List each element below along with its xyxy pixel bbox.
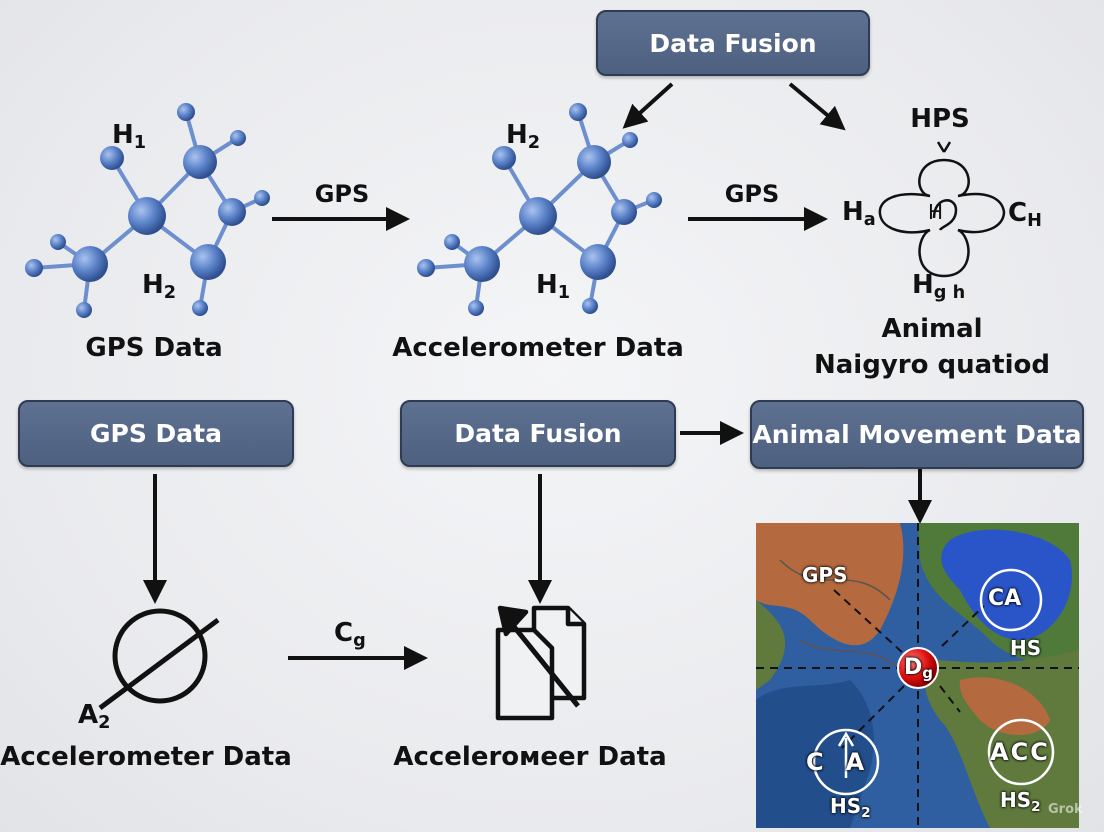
molecule-left-atom-bottom: H2 <box>142 270 177 303</box>
molecule-mid-caption: Accelerometer Data <box>392 333 684 363</box>
map-art <box>756 523 1079 828</box>
slashed-circle-icon <box>98 608 220 711</box>
bottom-mid-caption: Accelerомeer Data <box>393 742 667 772</box>
map-gps-label: GPS <box>802 563 848 587</box>
hps-center-label: H <box>928 200 944 224</box>
map-hs2-label: HS2 <box>830 794 871 821</box>
data-fusion-top-label: Data Fusion <box>649 28 817 58</box>
hps-left-label: Ha <box>842 197 876 230</box>
map-badge-tr-ring <box>979 568 1043 632</box>
hps-right-label: CH <box>1008 198 1042 231</box>
arrow-label-gps-1: GPS <box>314 180 370 208</box>
arrow-fusion-to-hps <box>788 82 846 131</box>
map-badge-br-ring <box>987 718 1055 786</box>
data-fusion-mid-box: Data Fusion <box>400 400 676 467</box>
hps-top-label: HPS <box>910 104 970 134</box>
arrow-label-gps-2: GPS <box>724 180 780 208</box>
molecule-mid-atom-bottom: H1 <box>536 270 571 303</box>
map-center-marker-dot <box>897 647 939 689</box>
molecule-mid <box>417 103 662 316</box>
gps-data-box-label: GPS Data <box>90 419 222 448</box>
gps-data-box: GPS Data <box>18 400 294 467</box>
map-hs-label: HS <box>1010 636 1042 660</box>
hps-bottom-label: Hg h <box>912 270 966 303</box>
molecule-left <box>25 103 270 318</box>
molecule-mid-atom-top: H2 <box>506 120 541 153</box>
data-fusion-top-box: Data Fusion <box>596 10 870 76</box>
map-badge-tr: CA <box>988 586 1022 611</box>
molecule-left-caption: GPS Data <box>85 333 223 363</box>
hps-caption-2: Naigyro quatiod <box>814 350 1050 380</box>
hps-symbol <box>878 141 1006 278</box>
arrow-fusion-to-molecule <box>622 82 674 129</box>
map-center-marker-label: Dg <box>904 655 933 683</box>
bottom-left-caption: Accelerometer Data <box>0 742 292 772</box>
data-fusion-mid-label: Data Fusion <box>454 419 622 448</box>
watermark: Grok <box>1048 802 1083 817</box>
animal-movement-box: Animal Movement Data <box>750 400 1084 469</box>
animal-movement-label: Animal Movement Data <box>752 420 1082 449</box>
documents-icon <box>495 605 587 721</box>
bottom-left-icon-label: A2 <box>78 700 111 733</box>
arrow-label-cg: Cg <box>334 618 366 651</box>
map-hs2-right-label: HS2 <box>1000 788 1041 815</box>
molecule-left-atom-top: H1 <box>112 120 147 153</box>
map-badge-br: ACC <box>990 738 1050 766</box>
hps-caption-1: Animal <box>881 314 983 344</box>
arrows <box>143 82 932 670</box>
map-badge-bl-ring <box>812 728 880 796</box>
map-badge-bl: CA <box>806 748 887 776</box>
